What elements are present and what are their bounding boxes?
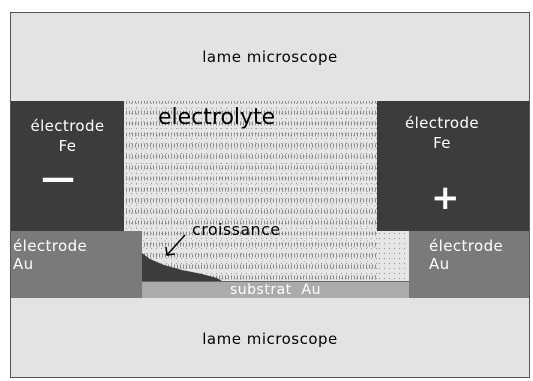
left-fe-label-line1: électrode [30, 117, 105, 135]
growth-deposit [142, 253, 222, 281]
bottom-slide-label: lame microscope [202, 329, 338, 348]
left-au-label-line2: Au [13, 255, 34, 273]
right-fe-label-line1: électrode [404, 114, 480, 132]
top-slide-label: lame microscope [202, 48, 338, 66]
substrate-label: substrat Au [229, 282, 321, 298]
electrolyte-label: electrolyte [158, 105, 276, 130]
electrolyte-region-gap [377, 231, 409, 281]
right-au-electrode: électrode Au [409, 231, 529, 298]
left-au-electrode: électrode Au [11, 231, 142, 298]
growth-arrow-icon [165, 234, 186, 256]
top-microscope-slide: lame microscope [11, 13, 529, 101]
right-au-label-line2: Au [429, 255, 450, 273]
right-au-label-line1: électrode [429, 237, 504, 255]
left-au-label-line1: électrode [13, 237, 88, 255]
left-fe-electrode: électrode Fe — [11, 101, 124, 231]
left-fe-label-line2: Fe [58, 137, 77, 155]
plus-sign: + [431, 178, 460, 218]
right-fe-electrode: électrode Fe + [377, 101, 529, 231]
growth-label: croissance [192, 220, 281, 239]
right-fe-label-line2: Fe [433, 134, 451, 152]
gold-substrate: substrat Au [142, 281, 409, 298]
minus-sign: — [41, 158, 75, 198]
bottom-microscope-slide: lame microscope [11, 298, 529, 377]
cell-diagram: lame microscope electrolyte électrode Fe… [10, 12, 530, 378]
